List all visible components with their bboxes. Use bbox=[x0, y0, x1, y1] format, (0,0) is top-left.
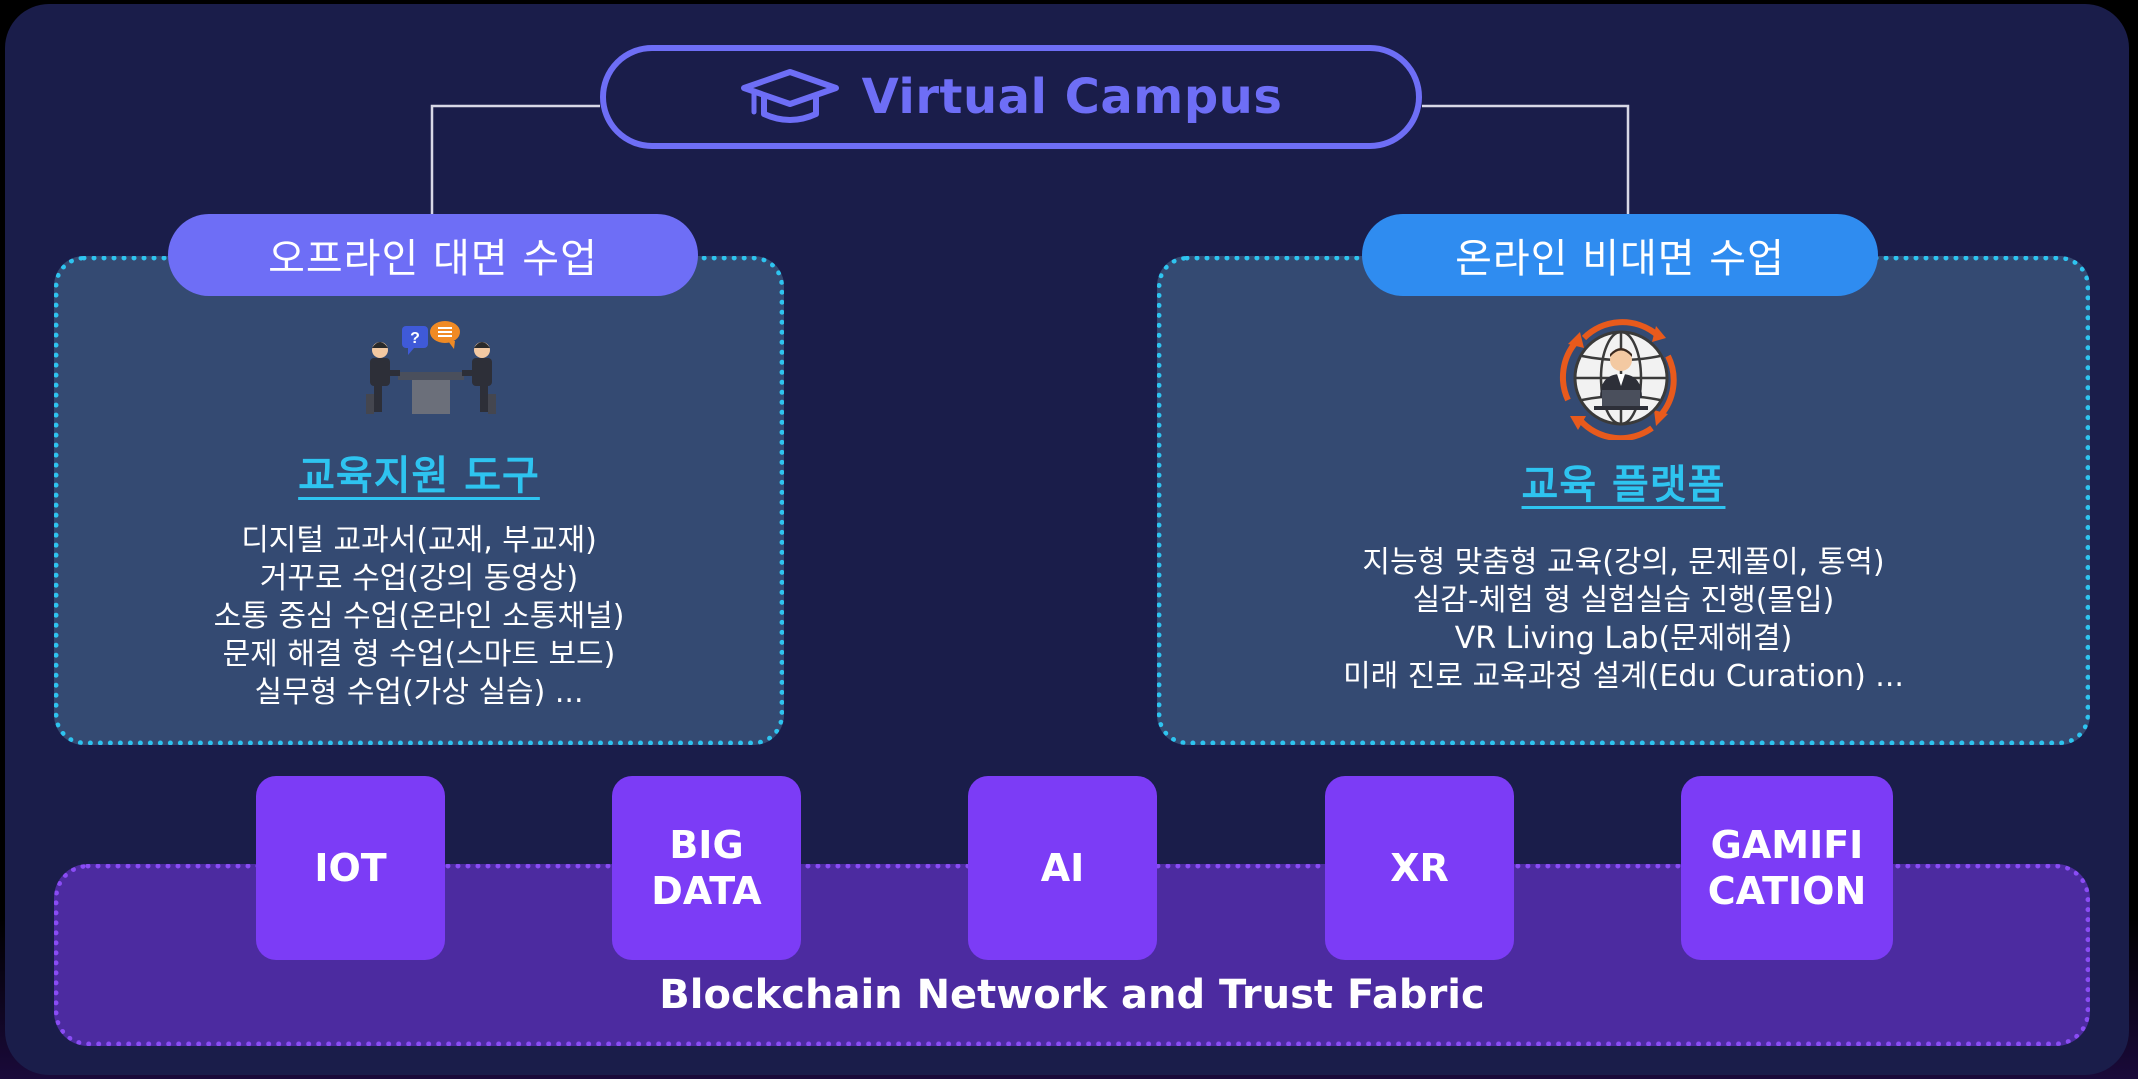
blockchain-label: Blockchain Network and Trust Fabric bbox=[659, 972, 1485, 1018]
tech-tile-label: GAMIFI CATION bbox=[1707, 823, 1867, 913]
svg-text:?: ? bbox=[410, 330, 420, 347]
title-pill: Virtual Campus bbox=[600, 45, 1422, 149]
tech-tile-gamification: GAMIFI CATION bbox=[1681, 776, 1893, 960]
globe-person-icon bbox=[1559, 319, 1677, 440]
meeting-icon: ? bbox=[366, 321, 496, 414]
tech-tile-label: IOT bbox=[314, 846, 387, 890]
online-item-list: 지능형 맞춤형 교육(강의, 문제풀이, 통역) 실감-체험 형 실험실습 진행… bbox=[1157, 544, 2090, 696]
tech-tile-label: XR bbox=[1390, 846, 1449, 890]
list-item: 문제 해결 형 수업(스마트 보드) bbox=[222, 637, 616, 672]
tech-tile-label: AI bbox=[1040, 846, 1085, 890]
offline-item-list: 디지털 교과서(교재, 부교재) 거꾸로 수업(강의 동영상) 소통 중심 수업… bbox=[54, 522, 784, 712]
tech-tile-xr: XR bbox=[1325, 776, 1514, 960]
connector-left bbox=[430, 104, 600, 214]
list-item: 미래 진로 교육과정 설계(Edu Curation) ... bbox=[1343, 659, 1904, 694]
list-item: 실무형 수업(가상 실습) ... bbox=[254, 675, 584, 710]
graduation-cap-icon bbox=[740, 69, 839, 123]
connector-right bbox=[1422, 104, 1630, 214]
tech-tile-label: BIG DATA bbox=[651, 823, 762, 913]
list-item: VR Living Lab(문제해결) bbox=[1454, 621, 1793, 656]
list-item: 지능형 맞춤형 교육(강의, 문제풀이, 통역) bbox=[1362, 545, 1885, 580]
tech-tile-iot: IOT bbox=[256, 776, 445, 960]
list-item: 거꾸로 수업(강의 동영상) bbox=[259, 561, 579, 596]
tech-tile-big-data: BIG DATA bbox=[612, 776, 801, 960]
online-heading: 교육 플랫폼 bbox=[1521, 462, 1726, 508]
list-item: 실감-체험 형 실험실습 진행(몰입) bbox=[1412, 583, 1835, 618]
tech-tile-ai: AI bbox=[968, 776, 1157, 960]
offline-heading: 교육지원 도구 bbox=[298, 453, 540, 499]
list-item: 디지털 교과서(교재, 부교재) bbox=[241, 523, 597, 558]
offline-section-label: 오프라인 대면 수업 bbox=[168, 214, 698, 296]
online-section-label: 온라인 비대면 수업 bbox=[1362, 214, 1878, 296]
list-item: 소통 중심 수업(온라인 소통채널) bbox=[213, 599, 625, 634]
diagram-title: Virtual Campus bbox=[861, 69, 1283, 125]
